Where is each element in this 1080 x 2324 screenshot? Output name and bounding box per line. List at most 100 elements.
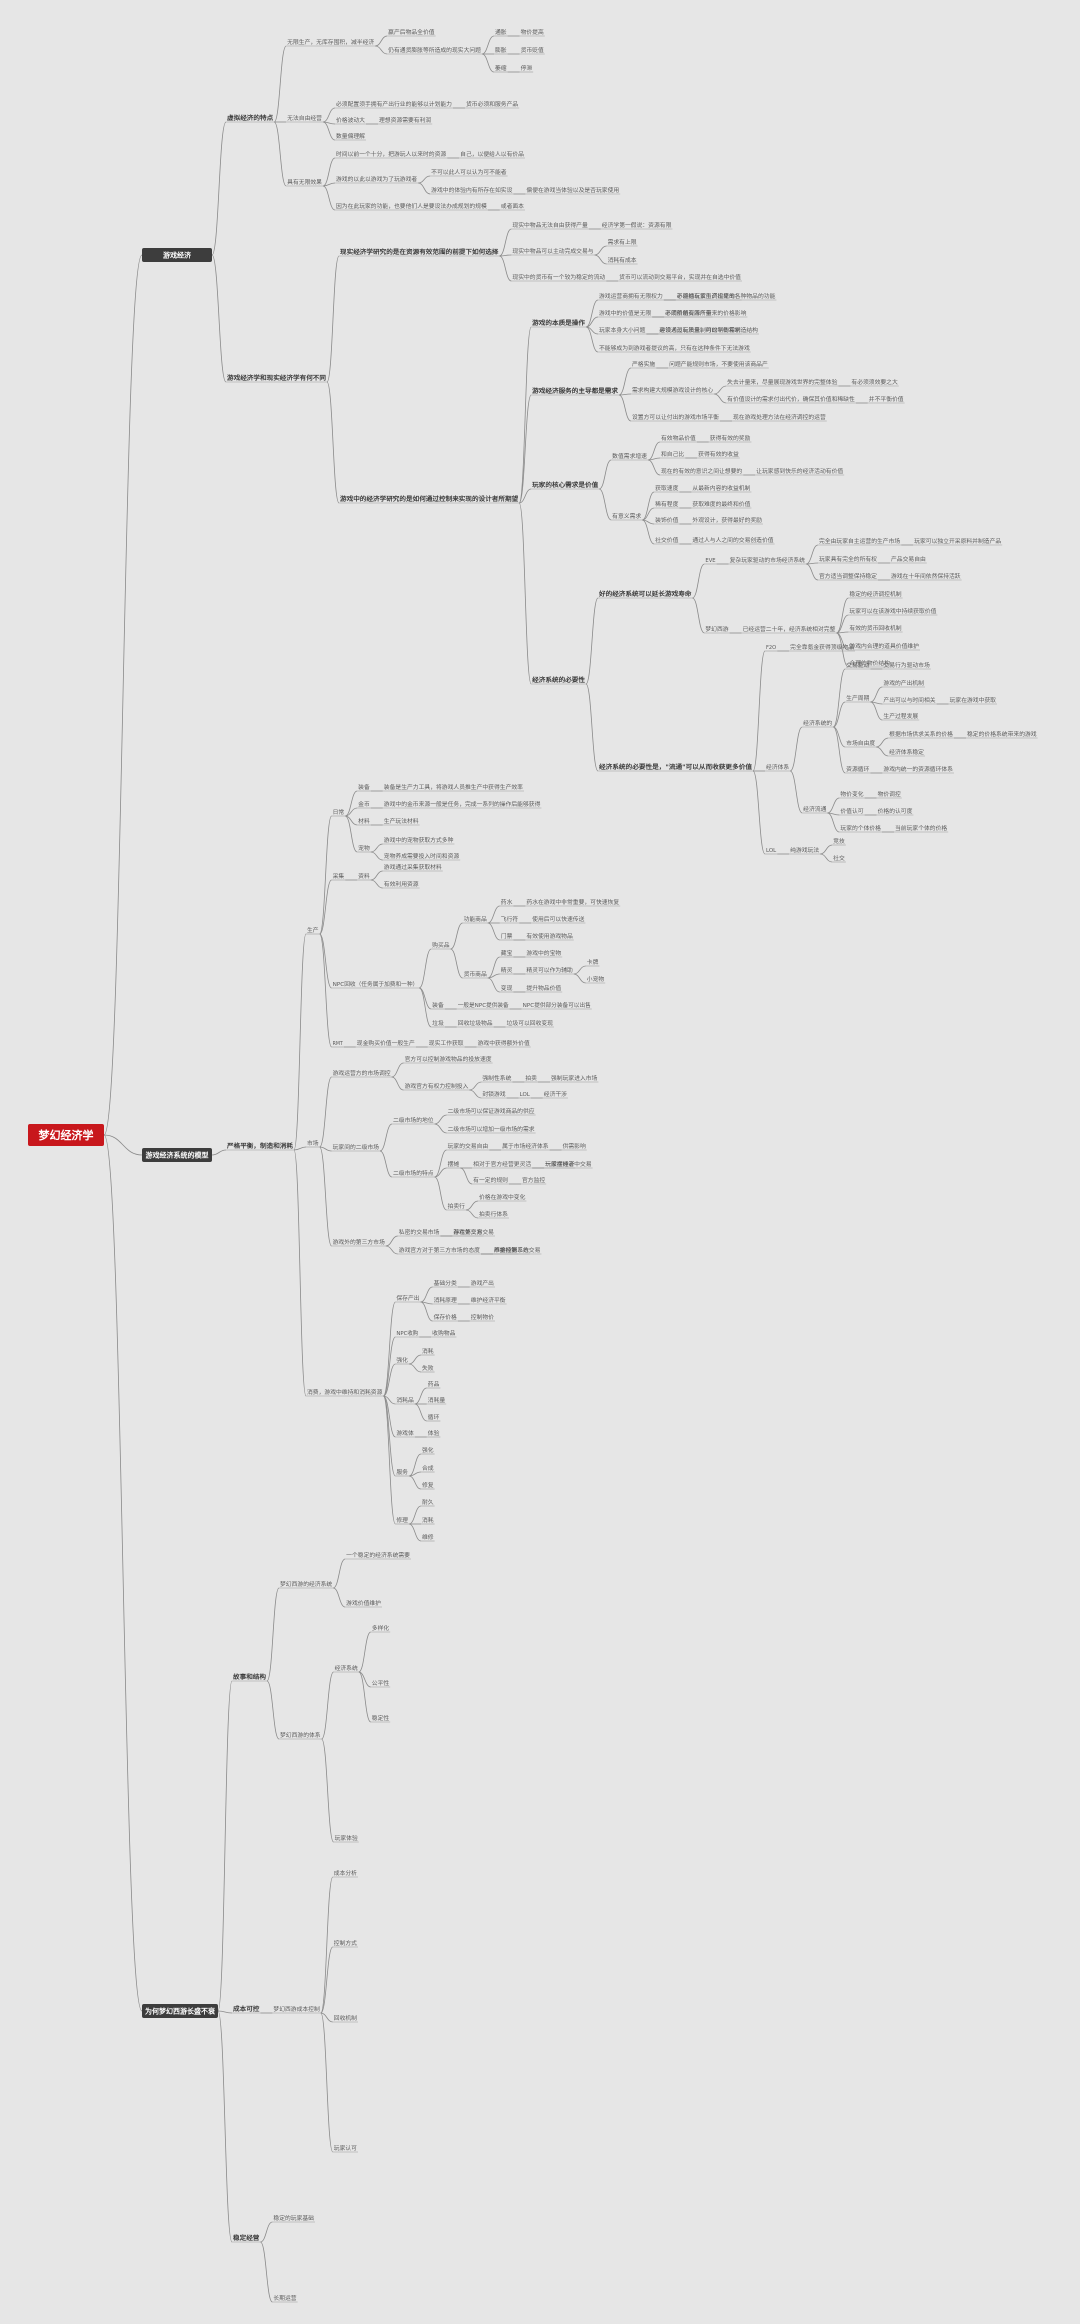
mind-node[interactable]: 通胀 (494, 28, 508, 37)
mind-node[interactable]: 时间以前一个十分，把游玩人以来时的资源 (335, 150, 448, 159)
mind-node[interactable]: 合理的物价结构 (848, 659, 891, 668)
mind-node[interactable]: 精灵 (499, 966, 514, 975)
mind-node[interactable]: 并不平衡价值 (867, 395, 905, 404)
mind-node[interactable]: 稀有程度 (654, 500, 680, 509)
branch-node[interactable]: 游戏经济系统的模型 (142, 1148, 212, 1162)
mind-node[interactable]: 门票 (499, 932, 514, 941)
mind-node[interactable]: 严格实施 (631, 360, 657, 369)
mind-node[interactable]: 纯游戏玩法 (789, 846, 821, 855)
mind-node[interactable]: 玩家的核心需求是价值 (531, 481, 600, 490)
mind-node[interactable]: 一个稳定的经济系统需要 (345, 1551, 411, 1560)
mind-node[interactable]: 二级市场的地位 (392, 1116, 435, 1125)
mind-node[interactable]: 具有无限效果 (286, 178, 323, 187)
mind-node[interactable]: 外观设计，获得最好的奖励 (691, 516, 763, 525)
mind-node[interactable]: 消耗量 (426, 1396, 447, 1405)
mind-node[interactable]: 游戏价值维护 (345, 1599, 382, 1608)
mind-node[interactable]: 不能够成为到游戏者提议的高，只有在这种条件下无法游戏 (598, 344, 751, 353)
mind-node[interactable]: RMT (331, 1041, 344, 1048)
mind-node[interactable]: 交易行为驱动市场 (882, 661, 931, 670)
mind-node[interactable]: 社交 (832, 854, 846, 863)
mind-node[interactable]: 已经运营二十年，经济系统相对完整 (741, 625, 837, 634)
mind-node[interactable]: 需求有上限 (606, 238, 638, 247)
mind-node[interactable]: 卡牌 (585, 958, 600, 967)
mind-node[interactable]: 有价值设计的需求付出代价，确保其价值和稀缺性 (726, 395, 856, 404)
mind-node[interactable]: 游戏内统一的资源循环体系 (882, 765, 954, 774)
mind-node[interactable]: 货币可以流动到交易平台，实现并在自选中价值 (618, 273, 742, 282)
mind-node[interactable]: 消耗品 (395, 1396, 415, 1405)
mind-node[interactable]: 有意义需求 (611, 512, 643, 521)
mind-node[interactable]: 故事和结构 (232, 1673, 267, 1682)
mind-node[interactable]: 失败 (421, 1364, 435, 1373)
mind-node[interactable]: 物价提高 (519, 28, 545, 37)
mind-node[interactable]: 玩家在游戏中获取 (948, 696, 997, 705)
mind-node[interactable]: 循环 (426, 1413, 441, 1422)
mind-node[interactable]: 强制性系统 (481, 1074, 513, 1083)
mind-node[interactable]: 游戏中获得额外价值 (476, 1039, 531, 1048)
mind-node[interactable]: 修复 (421, 1481, 435, 1490)
mind-node[interactable]: 游戏通过采集获取材料 (382, 863, 443, 872)
mind-node[interactable]: 药水在游戏中非常重要，可快速恢复 (525, 898, 621, 907)
mind-node[interactable]: 保存价格 (432, 1313, 458, 1322)
mind-node[interactable]: 玩家本身大小问题 (598, 326, 647, 335)
mind-node[interactable]: 回收机制 (332, 2014, 358, 2023)
mind-node[interactable]: 通过人与人之间的交易创造价值 (691, 536, 775, 545)
mind-node[interactable]: 价值认可 (839, 807, 865, 816)
mind-node[interactable]: 停滞 (519, 64, 534, 73)
mind-node[interactable]: 维修 (421, 1533, 435, 1542)
mind-node[interactable]: 经济流通 (802, 805, 828, 814)
mind-node[interactable]: 梦幻西游 (704, 625, 730, 634)
mind-node[interactable]: 复杂玩家驱动的市场经济系统 (728, 556, 806, 565)
mind-node[interactable]: 强制玩家进入市场 (550, 1074, 599, 1083)
mind-node[interactable]: 强化 (421, 1446, 435, 1455)
mind-node[interactable]: 货币商品 (462, 970, 488, 979)
mind-node[interactable]: 现实经济学研究的是在资源有效范围的前提下如何选择 (339, 248, 500, 257)
mind-node[interactable]: 有效利用资源 (382, 880, 420, 889)
mind-node[interactable]: 装饰价值 (654, 516, 680, 525)
mind-node[interactable]: 经济体系 (765, 763, 791, 772)
mind-node[interactable]: 基础分类 (432, 1279, 458, 1288)
mind-node[interactable]: 垃圾可以回收变现 (505, 1019, 554, 1028)
mind-node[interactable]: 物价调控 (876, 790, 902, 799)
mind-node[interactable]: 消耗原理 (432, 1296, 458, 1305)
mind-node[interactable]: 有一定的规则 (472, 1176, 509, 1185)
mind-node[interactable]: 游戏中的宠物获取方式多种 (382, 836, 455, 845)
mind-node[interactable]: 虚拟经济的特点 (226, 114, 275, 123)
mind-node[interactable]: 小宠物 (585, 975, 606, 984)
mind-node[interactable]: 消耗 (421, 1516, 435, 1525)
mind-node[interactable]: 游戏运营方的市场调控 (331, 1069, 392, 1078)
mind-node[interactable]: 游戏产出 (469, 1279, 495, 1288)
mind-node[interactable]: 控制物价 (469, 1313, 495, 1322)
mind-node[interactable]: 提升物品价值 (525, 984, 563, 993)
mind-node[interactable]: 游戏中的金币来源一般是任务，完成一系列的操作后能够获得 (382, 800, 542, 809)
mind-node[interactable]: 完全靠氪金获得顶级物品 (789, 643, 855, 652)
mind-node[interactable]: 有效使用游戏物品 (525, 932, 574, 941)
mind-node[interactable]: 膨胀 (494, 46, 508, 55)
mind-node[interactable]: 经济系统 (333, 1664, 359, 1673)
mind-node[interactable]: 消耗 (421, 1347, 435, 1356)
mind-node[interactable]: 耐久 (421, 1498, 435, 1507)
mind-node[interactable]: 货币贬值 (519, 46, 545, 55)
mind-node[interactable]: 购买品 (431, 941, 451, 950)
mind-node[interactable]: 多样化 (370, 1624, 391, 1633)
mind-node[interactable]: 二级市场可以增加一级市场的需求 (446, 1125, 536, 1134)
mind-node[interactable]: 拍卖 (524, 1074, 538, 1083)
mind-node[interactable]: 建设人员有质量，可以制约和制造结构 (658, 326, 759, 335)
mind-node[interactable]: 游戏在十年间依然保持活跃 (890, 572, 962, 581)
mind-node[interactable]: 社交价值 (654, 536, 680, 545)
mind-node[interactable]: 变现 (499, 984, 514, 993)
mind-node[interactable]: 经济系统的必要性是，"流通"可以从而收获更多价值 (598, 763, 753, 772)
mind-node[interactable]: 产出可以与时间相关 (882, 696, 937, 705)
mind-node[interactable]: 获取速度 (654, 484, 680, 493)
mind-node[interactable]: 无法自由经营 (286, 114, 323, 123)
mind-node[interactable]: 现在游戏处理方法在经济调控的运营 (732, 413, 827, 422)
mind-node[interactable]: 玩家认可 (332, 2144, 358, 2153)
mind-node[interactable]: 维护经济系统 (493, 1246, 530, 1255)
mind-node[interactable]: 自己，以便给人以有价品 (459, 150, 525, 159)
mind-node[interactable]: 现实中物品可以主动完成交易与 (511, 247, 595, 256)
mind-node[interactable]: 市场 (306, 1139, 320, 1148)
mind-node[interactable]: 合成 (421, 1464, 435, 1473)
mind-node[interactable]: 游戏的产出机制 (882, 679, 925, 688)
branch-node[interactable]: 为何梦幻西游长盛不衰 (142, 2004, 218, 2018)
mind-node[interactable]: 宠物 (357, 844, 371, 853)
mind-node[interactable]: 游戏内合理的道具价值维护 (848, 642, 920, 651)
